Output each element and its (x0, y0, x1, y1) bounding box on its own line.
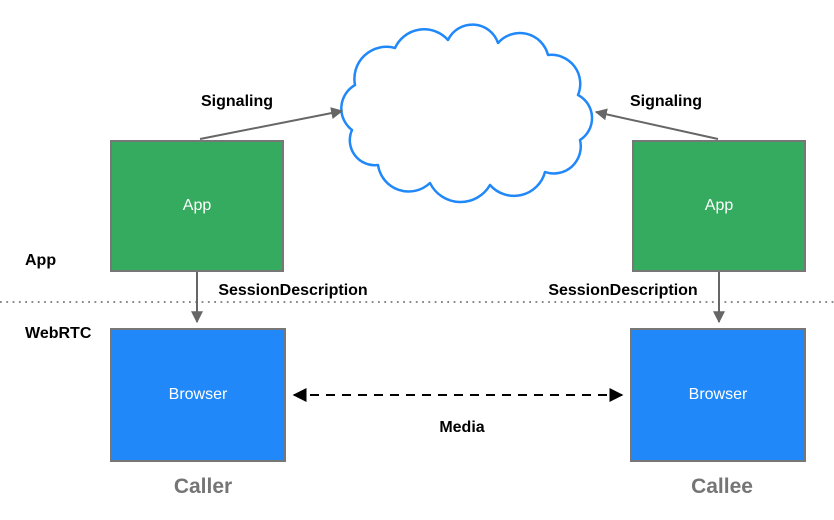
callee-role-label: Callee (691, 475, 753, 498)
caller-browser-box-label: Browser (168, 386, 228, 403)
signaling-cloud-shape (340, 23, 594, 204)
callee-app-box-label: App (704, 197, 734, 214)
session-description-left-label: SessionDescription (218, 282, 368, 299)
callee-app-box: App (632, 140, 806, 272)
app-layer-label: App (25, 252, 57, 269)
caller-role-label: Caller (173, 475, 233, 498)
signaling-arrow-left (199, 107, 344, 140)
session-description-right-label: SessionDescription (548, 282, 698, 299)
signaling-right-label: Signaling (630, 93, 702, 110)
signaling-arrow-right (594, 108, 719, 140)
signaling-left-label: Signaling (201, 93, 273, 110)
media-label: Media (439, 419, 485, 436)
callee-browser-box: Browser (630, 328, 806, 462)
caller-browser-box: Browser (110, 328, 286, 462)
webrtc-layer-label: WebRTC (25, 325, 92, 342)
callee-browser-box-label: Browser (688, 386, 748, 403)
caller-app-box-label: App (182, 197, 212, 214)
caller-app-box: App (110, 140, 284, 272)
